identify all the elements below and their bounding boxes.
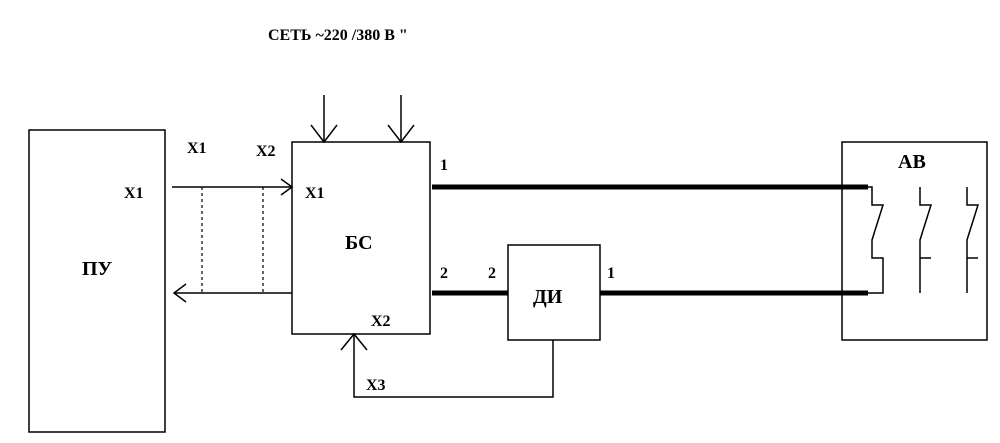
av-block [841, 141, 988, 341]
di-label: ДИ [533, 286, 563, 308]
arrow-head-up-icon [340, 332, 368, 351]
breaker-switch-icon [966, 187, 980, 293]
pu-port-x1-label: X1 [124, 185, 144, 202]
arrow-head-down-icon [387, 124, 415, 144]
feedback-line [353, 334, 554, 398]
di-out-1-label: 1 [607, 265, 615, 282]
pu-label: ПУ [82, 258, 113, 280]
bs-port-x1-label: X1 [305, 185, 325, 202]
arrow-head-down-icon [310, 124, 338, 144]
di-in-2-label: 2 [488, 265, 496, 282]
arrow-head-left-icon [172, 283, 187, 303]
bs-out-2-label: 2 [440, 265, 448, 282]
bs-out-1-label: 1 [440, 157, 448, 174]
bs-block [291, 141, 431, 335]
bs-port-x2-label: X2 [371, 313, 391, 330]
cable-x2-label: X2 [256, 143, 276, 160]
cable-x1-label: X1 [187, 140, 207, 157]
breaker-switch-icon [919, 187, 933, 293]
di-block [507, 244, 601, 341]
cable-x3-label: X3 [366, 377, 386, 394]
breaker-switch-icon [868, 186, 885, 294]
network-label: СЕТЬ ~220 /380 В " [268, 27, 408, 44]
av-label: АВ [898, 151, 926, 173]
pu-block [28, 129, 166, 433]
bs-label: БС [345, 232, 373, 254]
